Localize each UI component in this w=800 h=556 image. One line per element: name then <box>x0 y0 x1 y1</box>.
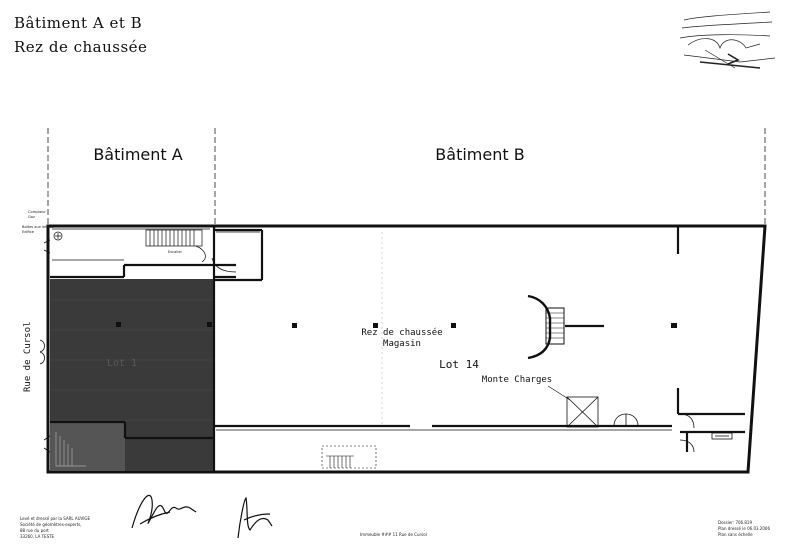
title-line-1: Bâtiment A et B <box>14 14 143 32</box>
pillars <box>116 322 677 328</box>
footer-building: Immeuble ### 11 Rue de Cursol <box>360 532 427 537</box>
zone-label-batiment-b: Bâtiment B <box>435 145 525 164</box>
double-door <box>613 413 639 427</box>
outer-walls <box>46 224 767 474</box>
signature-1 <box>131 494 197 529</box>
compteur-label: Compteur Gaz <box>28 210 46 219</box>
street-label: Rue de Cursol <box>23 321 33 392</box>
signature-2 <box>237 496 273 539</box>
title-line-2: Rez de chaussée <box>14 38 148 56</box>
escalier-label: Escalier <box>168 250 183 254</box>
stairs-a <box>145 229 237 273</box>
magasin-label-line1: Rez de chaussée <box>361 328 443 338</box>
monte-charges-label: Monte Charges <box>481 375 553 385</box>
central-stair <box>527 294 565 360</box>
gas-meter-icon <box>53 231 63 241</box>
zone-boundaries <box>47 128 766 228</box>
stamp <box>679 11 776 69</box>
right-rooms <box>679 413 733 453</box>
boites-label: Boîtes aux lettres Edifice <box>22 225 54 234</box>
footer-dossier: Dossier: 706.819 Plan dressé le 06.03.20… <box>718 520 770 537</box>
corridor-stair <box>321 445 377 469</box>
interior-walls <box>50 226 745 472</box>
stairs-lot1 <box>55 432 86 467</box>
footer-surveyor: Levé et dressé par la SARL AUVIGE Sociét… <box>20 516 91 539</box>
zone-label-batiment-a: Bâtiment A <box>93 145 183 164</box>
thin-walls <box>52 228 672 431</box>
facade-doors <box>39 239 51 453</box>
magasin-label-line2: Magasin <box>383 339 421 349</box>
lot-14-label: Lot 14 <box>439 358 479 371</box>
lot-1-label: Lot 1 <box>106 358 138 369</box>
monte-charges-box <box>547 385 599 428</box>
